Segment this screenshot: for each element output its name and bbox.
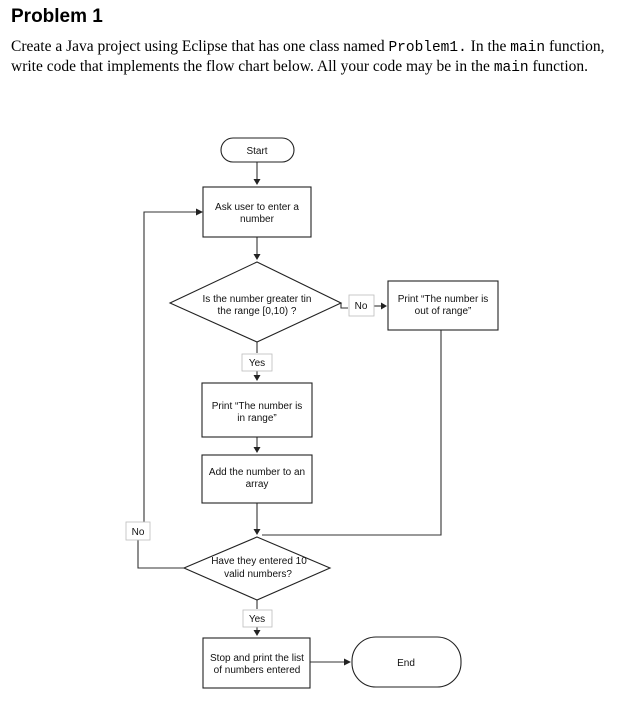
range-decision: Is the number greater tin the range [0,1… <box>168 261 343 343</box>
text-run: function. <box>528 57 589 75</box>
code-snippet: main <box>510 40 546 56</box>
ask-user-line-2: number <box>240 214 275 225</box>
no-label-range-text: No <box>355 301 368 312</box>
in-range-line-1: Print “The number is <box>212 401 303 412</box>
page-heading: Problem 1 <box>11 6 103 27</box>
in-range-process: Print “The number is in range” <box>201 382 313 438</box>
problem-description: Create a Java project using Eclipse that… <box>11 38 623 77</box>
yes-label-range-text: Yes <box>249 358 265 369</box>
end-terminator: End <box>351 636 462 688</box>
add-to-array-line-2: array <box>246 479 269 490</box>
ask-user-process: Ask user to enter a number <box>202 186 312 238</box>
range-decision-line-1: Is the number greater tin <box>203 294 312 305</box>
stop-print-line-2: of numbers entered <box>214 665 301 676</box>
out-of-range-line-1: Print “The number is <box>398 294 489 305</box>
yes-label-count-text: Yes <box>249 614 265 625</box>
ask-user-line-1: Ask user to enter a <box>215 202 299 213</box>
out-of-range-process: Print “The number is out of range” <box>387 280 499 331</box>
connectors <box>137 162 442 666</box>
no-label-count: No <box>125 521 151 541</box>
count-decision: Have they entered 10 valid numbers? <box>182 536 332 601</box>
yes-label-count: Yes <box>242 609 273 628</box>
start-label: Start <box>246 146 267 157</box>
in-range-line-2: in range” <box>237 413 276 424</box>
text-run: function, write code that implements the… <box>11 38 605 75</box>
out-of-range-line-2: out of range” <box>415 306 472 317</box>
yes-label-range: Yes <box>241 353 273 372</box>
add-to-array-line-1: Add the number to an <box>209 467 305 478</box>
text-run: In the <box>466 38 511 55</box>
text-run: Create a Java project using Eclipse that… <box>11 38 389 55</box>
stop-print-line-1: Stop and print the list <box>210 653 304 664</box>
code-snippet: Problem1. <box>388 40 467 56</box>
stop-and-print-process: Stop and print the list of numbers enter… <box>202 637 311 689</box>
range-decision-line-2: the range [0,10) ? <box>218 306 297 317</box>
no-label-range: No <box>348 294 375 317</box>
count-decision-line-1: Have they entered 10 <box>211 556 307 567</box>
no-label-count-text: No <box>132 527 145 538</box>
start-terminator: Start <box>220 137 295 163</box>
end-label: End <box>397 658 415 669</box>
code-snippet: main <box>493 59 529 76</box>
count-decision-line-2: valid numbers? <box>224 569 292 580</box>
add-to-array-process: Add the number to an array <box>201 454 313 504</box>
